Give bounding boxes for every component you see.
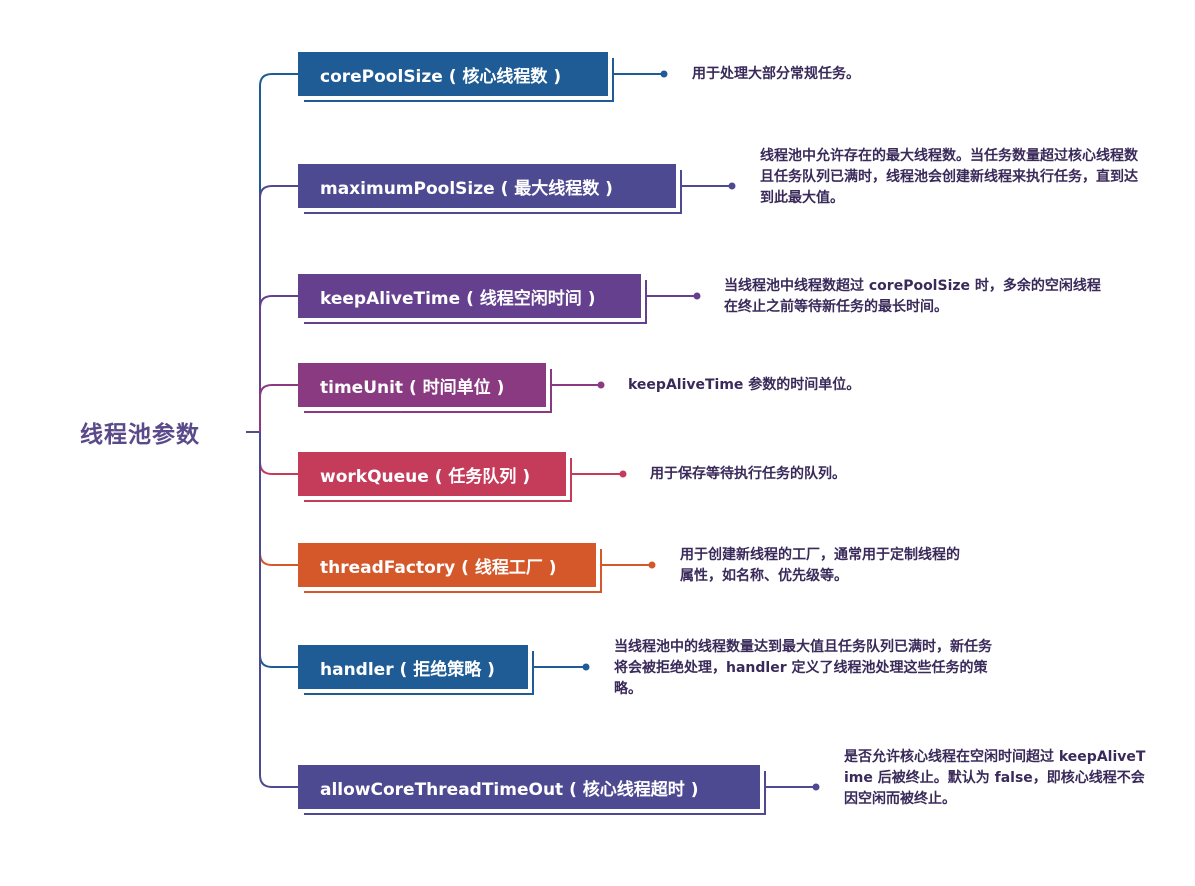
param-node-allow-core-thread-timeout: allowCoreThreadTimeOut ( 核心线程超时 ) bbox=[298, 765, 760, 809]
branch-line-time-unit bbox=[259, 384, 298, 432]
desc-dot-work-queue bbox=[619, 470, 627, 478]
branch-line-core-pool-size bbox=[259, 73, 298, 432]
param-label-maximum-pool-size: maximumPoolSize ( 最大线程数 ) bbox=[320, 178, 613, 199]
desc-dot-maximum-pool-size bbox=[728, 182, 736, 190]
param-desc-time-unit: keepAliveTime 参数的时间单位。 bbox=[628, 377, 861, 393]
param-desc-thread-factory: 用于创建新线程的工厂，通常用于定制线程的属性，如名称、优先级等。 bbox=[680, 547, 960, 584]
param-node-keep-alive-time: keepAliveTime ( 线程空闲时间 ) bbox=[298, 274, 641, 318]
param-node-maximum-pool-size: maximumPoolSize ( 最大线程数 ) bbox=[298, 164, 676, 208]
branch-line-work-queue bbox=[259, 432, 298, 475]
desc-dot-handler bbox=[582, 663, 590, 671]
param-label-work-queue: workQueue ( 任务队列 ) bbox=[320, 466, 531, 487]
branch-line-handler bbox=[259, 432, 298, 668]
param-label-thread-factory: threadFactory ( 线程工厂 ) bbox=[320, 557, 557, 578]
param-desc-maximum-pool-size: 线程池中允许存在的最大线程数。当任务数量超过核心线程数且任务队列已满时，线程池会… bbox=[760, 148, 1138, 206]
desc-dot-core-pool-size bbox=[660, 70, 668, 78]
param-label-allow-core-thread-timeout: allowCoreThreadTimeOut ( 核心线程超时 ) bbox=[320, 779, 699, 800]
param-label-core-pool-size: corePoolSize ( 核心线程数 ) bbox=[320, 66, 562, 87]
branch-line-thread-factory bbox=[259, 432, 298, 566]
desc-dot-allow-core-thread-timeout bbox=[812, 783, 820, 791]
param-label-time-unit: timeUnit ( 时间单位 ) bbox=[320, 377, 505, 398]
param-node-work-queue: workQueue ( 任务队列 ) bbox=[298, 452, 566, 496]
param-node-thread-factory: threadFactory ( 线程工厂 ) bbox=[298, 543, 596, 587]
param-desc-keep-alive-time: 当线程池中线程数超过 corePoolSize 时，多余的空闲线程在终止之前等待… bbox=[724, 278, 1101, 315]
param-label-keep-alive-time: keepAliveTime ( 线程空闲时间 ) bbox=[320, 288, 596, 309]
desc-dot-keep-alive-time bbox=[693, 292, 701, 300]
param-desc-handler: 当线程池中的线程数量达到最大值且任务队列已满时，新任务将会被拒绝处理，handl… bbox=[614, 639, 992, 697]
desc-dot-thread-factory bbox=[648, 561, 656, 569]
branch-line-allow-core-thread-timeout bbox=[259, 432, 298, 788]
param-desc-core-pool-size: 用于处理大部分常规任务。 bbox=[692, 66, 860, 82]
param-desc-work-queue: 用于保存等待执行任务的队列。 bbox=[650, 466, 846, 482]
param-node-handler: handler ( 拒绝策略 ) bbox=[298, 645, 528, 689]
param-desc-allow-core-thread-timeout: 是否允许核心线程在空闲时间超过 keepAliveTime 后被终止。默认为 f… bbox=[844, 749, 1146, 807]
branch-line-maximum-pool-size bbox=[259, 185, 298, 432]
param-node-time-unit: timeUnit ( 时间单位 ) bbox=[298, 363, 546, 407]
desc-dot-time-unit bbox=[597, 381, 605, 389]
param-node-core-pool-size: corePoolSize ( 核心线程数 ) bbox=[298, 52, 608, 96]
root-node-thread-pool-params: 线程池参数 bbox=[80, 422, 200, 448]
branch-line-keep-alive-time bbox=[259, 295, 298, 432]
param-label-handler: handler ( 拒绝策略 ) bbox=[320, 659, 495, 680]
